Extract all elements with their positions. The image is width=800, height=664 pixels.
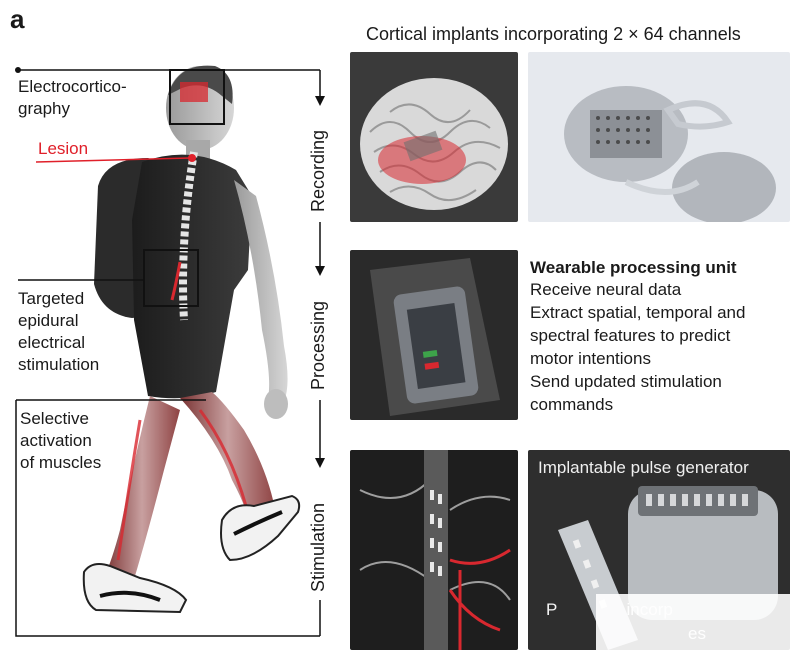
back-leg <box>104 396 180 586</box>
brain-photo <box>350 52 518 222</box>
muscle-line-2 <box>198 409 248 507</box>
stage-processing: Processing <box>308 300 328 390</box>
stimulation-label: Targeted epidural electrical stimulation <box>18 289 100 374</box>
muscle-bracket <box>15 400 320 637</box>
arrow-2 <box>315 266 325 276</box>
ipg-title: Implantable pulse generator <box>538 458 749 477</box>
cortical-implants-title: Cortical implants incorporating 2 × 64 c… <box>366 24 741 44</box>
wpu-description: Wearable processing unit Receive neural … <box>530 258 746 414</box>
shoe-front <box>220 494 301 562</box>
shoe-back-swoosh <box>99 590 161 602</box>
hand <box>264 389 288 419</box>
implants-photo <box>528 52 790 222</box>
occlusion-overlay <box>596 594 796 664</box>
stim-box <box>143 249 199 307</box>
ecog-label: Electrocortico- graphy <box>18 77 127 118</box>
stim-lead <box>170 261 182 301</box>
wpu-photo <box>350 250 518 420</box>
lesion-label: Lesion <box>38 139 89 158</box>
spine <box>179 151 198 321</box>
panel-label: a <box>10 4 25 34</box>
wpu-title: Wearable processing unit <box>530 258 737 277</box>
lesion-dot <box>188 154 196 162</box>
stage-recording: Recording <box>308 129 328 212</box>
muscles-label: Selective activation of muscles <box>20 409 102 472</box>
stage-stimulation: Stimulation <box>308 502 328 592</box>
muscle-line-1 <box>116 419 142 561</box>
arrow-1 <box>315 96 325 106</box>
shoe-back <box>82 563 188 614</box>
spinal-lead-photo <box>350 450 518 650</box>
torso-shirt <box>132 154 252 399</box>
lesion-line <box>35 157 191 163</box>
brain-highlight <box>180 82 208 102</box>
arm <box>234 180 288 406</box>
arrow-3 <box>315 458 325 468</box>
shoe-front-swoosh <box>233 510 283 536</box>
